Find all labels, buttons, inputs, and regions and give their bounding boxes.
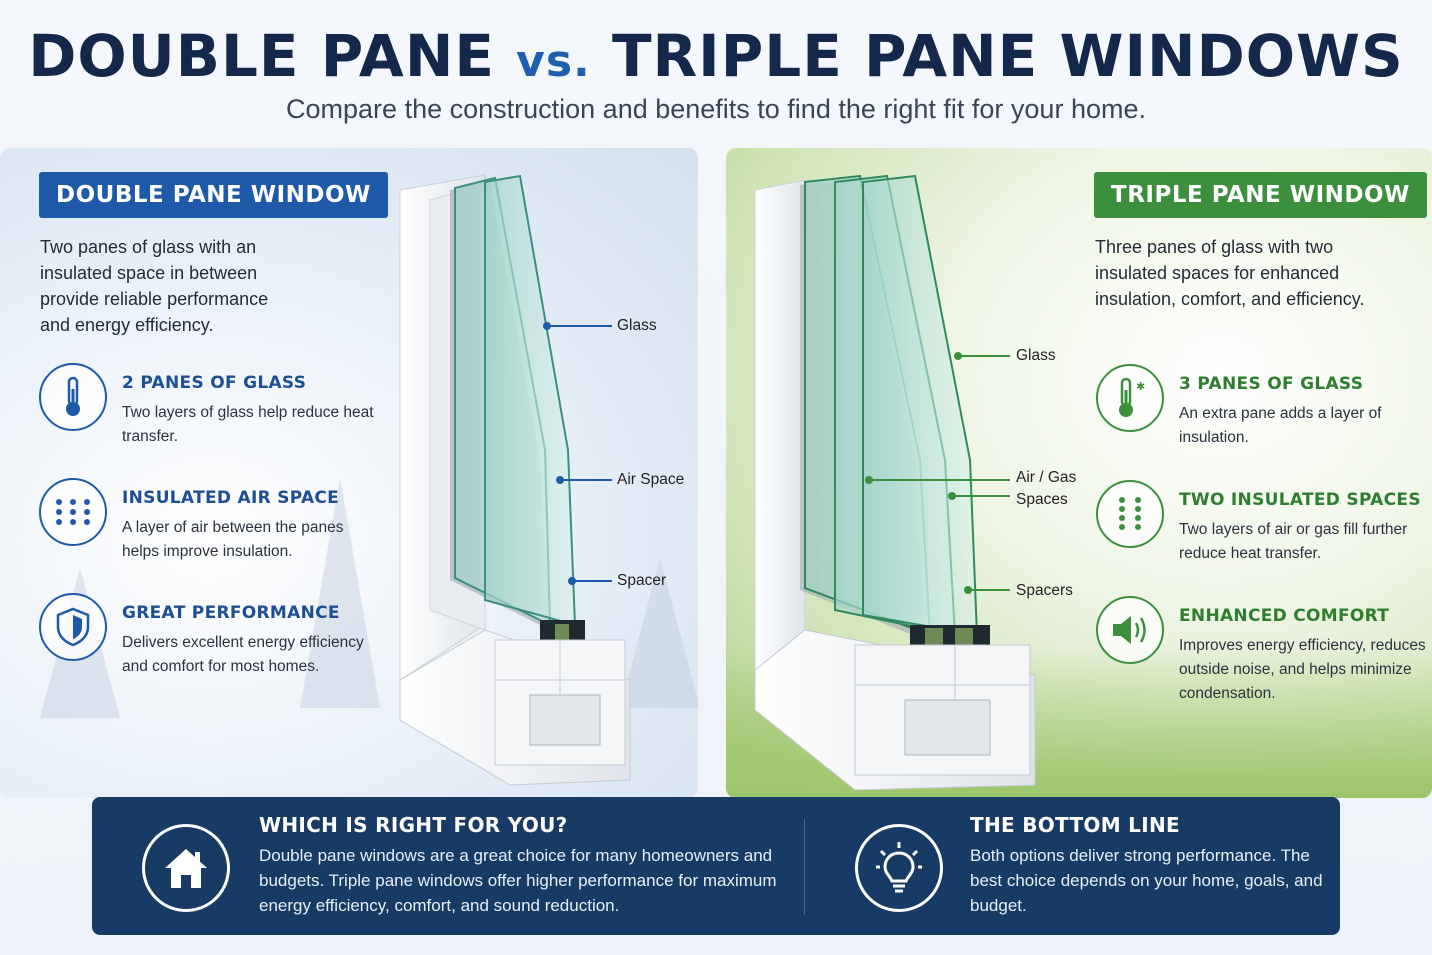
callout-air-gas-line1: Air / Gas bbox=[1016, 469, 1077, 486]
callout-air-gas-line2: Spaces bbox=[1016, 491, 1068, 508]
page-subtitle: Compare the construction and benefits to… bbox=[286, 94, 1146, 124]
double-pane-window-diagram bbox=[399, 174, 631, 786]
which-is-right-text: Double pane windows are a great choice f… bbox=[259, 846, 777, 915]
bottom-line-title: THE BOTTOM LINE bbox=[970, 813, 1180, 837]
bottom-line-text: Both options deliver strong performance.… bbox=[970, 846, 1323, 915]
triple-pane-window-diagram bbox=[754, 174, 1036, 790]
dots-columns-icon bbox=[1096, 480, 1164, 548]
title-vs: vs. bbox=[516, 36, 591, 87]
triple-pane-intro: Three panes of glass with two insulated … bbox=[1095, 237, 1365, 309]
speaker-icon bbox=[1096, 596, 1164, 664]
shield-icon bbox=[39, 593, 107, 661]
which-is-right-title: WHICH IS RIGHT FOR YOU? bbox=[259, 813, 568, 837]
bottom-divider bbox=[804, 819, 805, 915]
double-pane-intro: Two panes of glass with an insulated spa… bbox=[40, 237, 269, 335]
thermometer-snow-icon: ✱ bbox=[1096, 364, 1164, 432]
tree-decoration bbox=[300, 478, 380, 708]
double-pane-panel bbox=[0, 148, 698, 798]
double-pane-badge: DOUBLE PANE WINDOW bbox=[39, 172, 388, 218]
thermometer-icon bbox=[39, 363, 107, 431]
house-icon bbox=[142, 824, 230, 912]
callout-glass: Glass bbox=[617, 317, 657, 334]
callout-spacer: Spacer bbox=[617, 572, 667, 589]
tree-decoration bbox=[620, 558, 698, 708]
svg-text:✱: ✱ bbox=[1136, 380, 1145, 393]
triple-pane-badge: TRIPLE PANE WINDOW bbox=[1094, 172, 1427, 218]
callout-glass-triple: Glass bbox=[1016, 347, 1056, 364]
bottom-summary-bar: WHICH IS RIGHT FOR YOU? Double pane wind… bbox=[92, 797, 1340, 935]
page-title: DOUBLE PANE vs. TRIPLE PANE WINDOWS bbox=[28, 22, 1404, 90]
lightbulb-icon bbox=[855, 824, 943, 912]
dots-grid-icon bbox=[39, 478, 107, 546]
callout-air-space: Air Space bbox=[617, 471, 685, 488]
callout-spacers: Spacers bbox=[1016, 582, 1073, 599]
